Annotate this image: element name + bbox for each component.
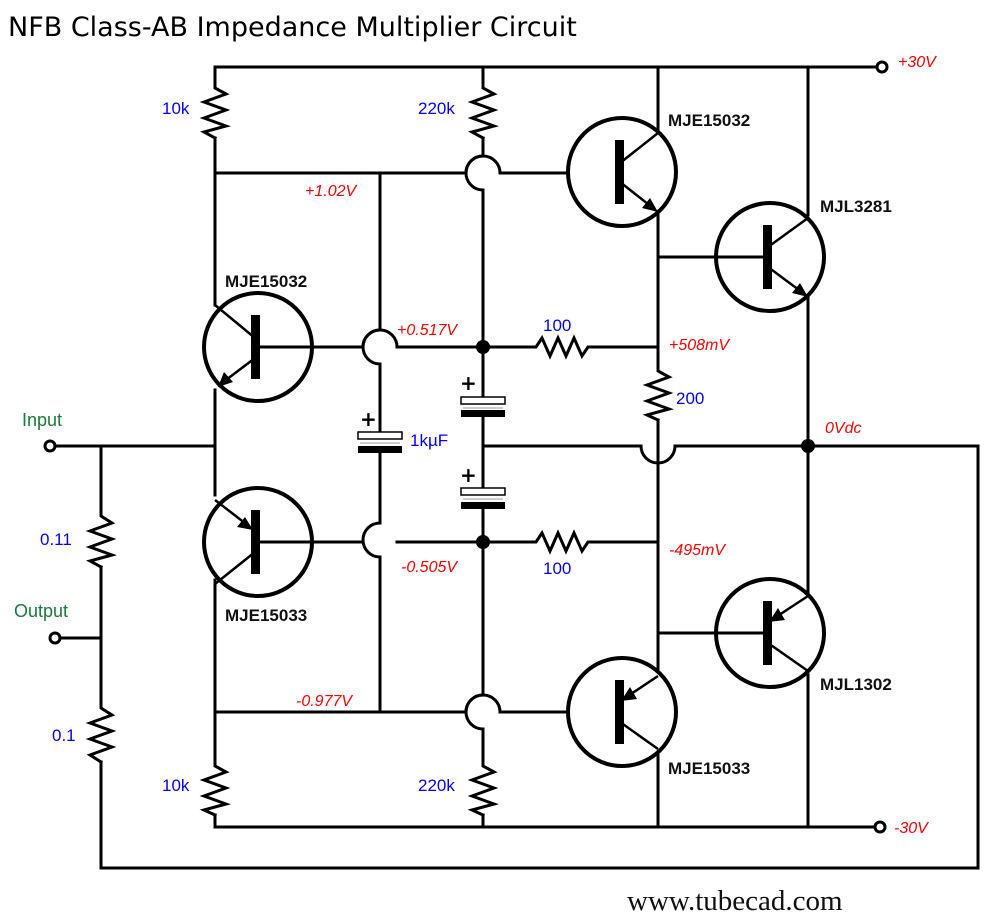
input-label: Input [22, 410, 62, 430]
wire-hop [361, 328, 382, 366]
svg-text:+: + [460, 371, 477, 395]
value-r-bottom-left: 10k [162, 776, 190, 795]
diagram-title: NFB Class-AB Impedance Multiplier Circui… [8, 12, 577, 43]
resistors [85, 80, 674, 817]
svg-text:+: + [360, 407, 377, 431]
resistor-220k-top [467, 80, 499, 141]
resistor-100-bottom [528, 529, 594, 555]
value-c-main: 1kµF [410, 431, 448, 450]
wire-hop-skip [361, 328, 399, 349]
junction-dot [476, 340, 490, 354]
resistor-220k-bottom [467, 758, 499, 817]
negative-supply-terminal [873, 820, 887, 834]
junction-dot [801, 439, 815, 453]
value-r-top-mid: 220k [418, 99, 455, 118]
value-r-sense-top: 0.11 [40, 530, 72, 549]
part-label-q-driver-bottom: MJE15033 [668, 759, 750, 778]
part-label-q-driver-top: MJE15032 [668, 111, 750, 130]
svg-text:+: + [460, 463, 477, 487]
voltage-top-base: +0.517V [397, 322, 458, 339]
voltage-bottom-node: -0.977V [296, 693, 353, 710]
capacitor-top-bypass: + [460, 371, 506, 417]
footer-url: www.tubecad.com [627, 885, 843, 917]
voltage-bottom-base: -0.505V [401, 559, 458, 576]
wire-hop [464, 154, 485, 192]
resistor-10k-top [199, 80, 231, 141]
value-r-sense-bottom: 0.1 [52, 726, 76, 745]
negative-supply-label: -30V [894, 820, 929, 837]
part-label-q-output-top: MJL3281 [820, 197, 892, 216]
capacitor-1kuf: + [357, 407, 403, 453]
transistor-q-output-top [714, 201, 826, 313]
resistor-0-11 [85, 508, 117, 570]
transistor-q-driver-bottom [566, 656, 678, 768]
voltage-bottom-emitter: -495mV [669, 542, 726, 559]
wires [54, 65, 980, 870]
value-r-base-top: 100 [543, 316, 571, 335]
transistor-q-bias-top [202, 291, 314, 403]
wire-hop [464, 693, 502, 714]
capacitor-bottom-bypass: + [460, 463, 506, 509]
positive-supply-terminal [875, 60, 889, 74]
part-label-q-output-bottom: MJL1302 [820, 675, 892, 694]
voltage-output: 0Vdc [825, 420, 861, 437]
transistor-q-driver-top [566, 116, 678, 228]
output-terminal [48, 631, 62, 645]
value-r-base-bottom: 100 [543, 559, 571, 578]
value-r-bottom-mid: 220k [418, 776, 455, 795]
wire-hop [464, 154, 502, 175]
part-label-q-bias-bottom: MJE15033 [225, 606, 307, 625]
voltage-top-emitter: +508mV [669, 337, 730, 354]
junction-dot [476, 535, 490, 549]
value-r-emitter: 200 [676, 389, 704, 408]
transistor-q-output-bottom [714, 577, 826, 689]
positive-supply-label: +30V [898, 54, 937, 71]
part-label-q-bias-top: MJE15032 [225, 272, 307, 291]
resistor-100-top [528, 334, 594, 360]
value-r-top-left: 10k [162, 99, 190, 118]
output-label: Output [14, 601, 68, 621]
input-terminal [43, 439, 57, 453]
voltage-top-node: +1.02V [305, 183, 357, 200]
resistor-200-emitter [642, 363, 674, 422]
wire-hop [464, 693, 485, 731]
wire-hop [361, 521, 382, 559]
resistor-10k-bottom [199, 758, 231, 817]
resistor-0-1 [85, 700, 117, 765]
transistor-q-bias-bottom [202, 486, 314, 598]
